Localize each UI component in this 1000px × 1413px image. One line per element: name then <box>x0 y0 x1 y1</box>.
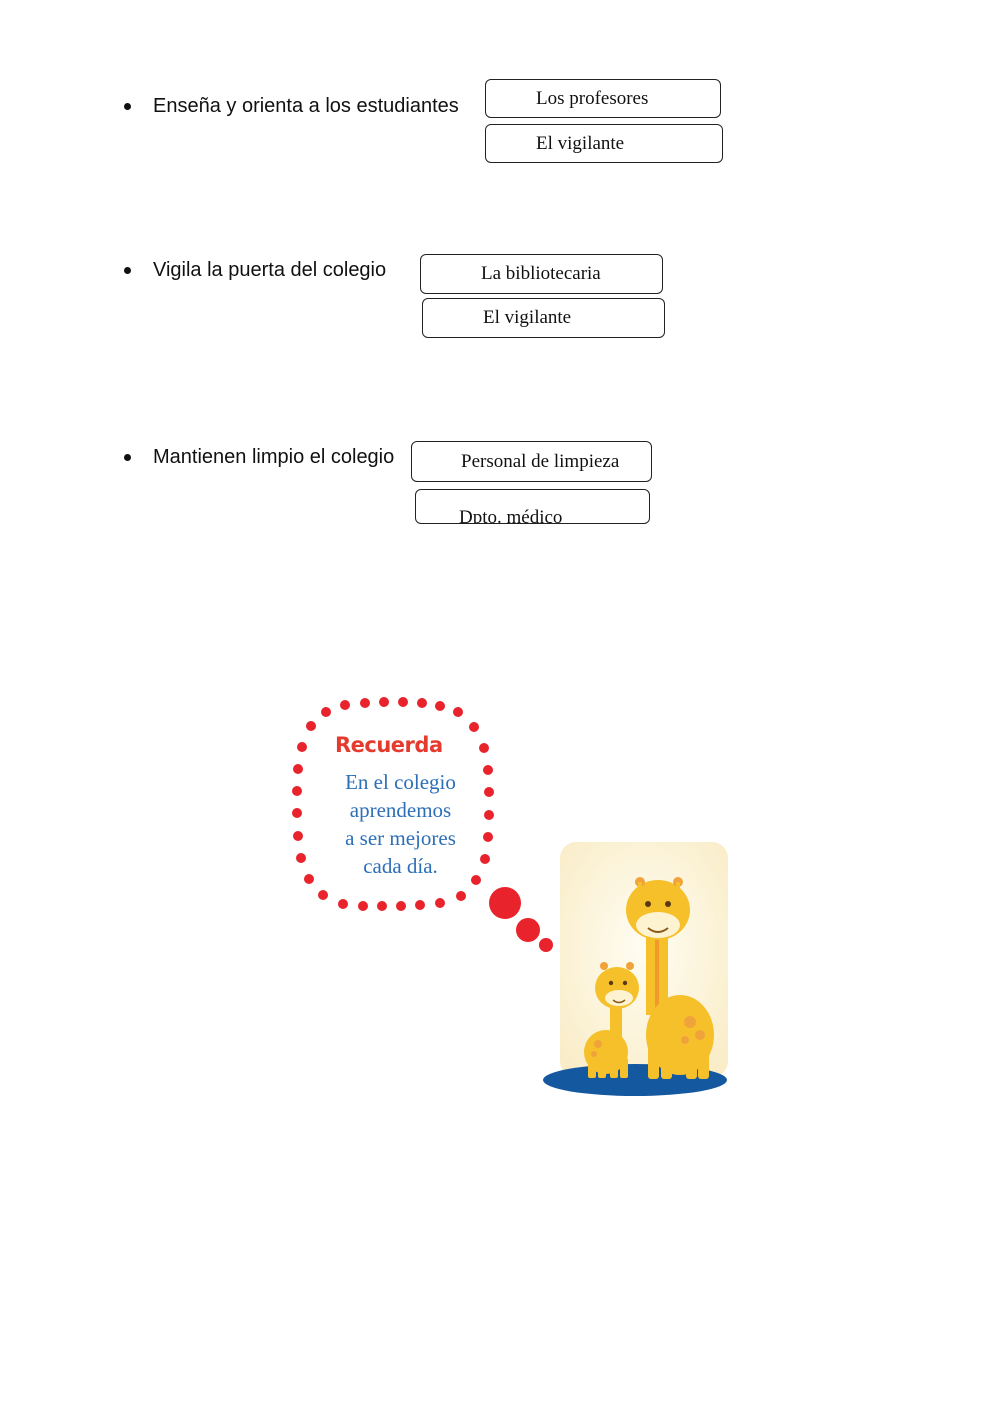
option-1a-button[interactable]: Los profesores <box>485 79 721 118</box>
option-3a-label: Personal de limpieza <box>461 450 620 472</box>
reminder-text: En el colegio aprendemos a ser mejores c… <box>318 768 483 880</box>
reminder-line: cada día. <box>363 854 438 878</box>
reminder-title: Recuerda <box>335 733 443 757</box>
question-2-text: Vigila la puerta del colegio <box>153 259 387 281</box>
question-1: Enseña y orienta a los estudiantes <box>124 95 459 118</box>
option-2b-label: El vigilante <box>483 307 572 328</box>
option-1a-label: Los profesores <box>536 87 649 109</box>
option-2a-label: La bibliotecaria <box>481 263 601 284</box>
option-1b-label: El vigilante <box>536 132 625 154</box>
bullet-icon <box>124 267 131 274</box>
option-3a-button[interactable]: Personal de limpieza <box>411 441 652 482</box>
reminder-line: En el colegio <box>345 770 456 794</box>
question-3: Mantienen limpio el colegio <box>124 446 394 469</box>
bullet-icon <box>124 103 131 110</box>
reminder-line: a ser mejores <box>345 826 456 850</box>
question-1-text: Enseña y orienta a los estudiantes <box>153 95 459 117</box>
bullet-icon <box>124 454 131 461</box>
reminder-line: aprendemos <box>349 798 452 822</box>
question-3-text: Mantienen limpio el colegio <box>153 446 395 468</box>
question-2: Vigila la puerta del colegio <box>124 259 386 282</box>
option-2a-button[interactable]: La bibliotecaria <box>420 254 663 294</box>
option-2b-button[interactable]: El vigilante <box>422 298 665 338</box>
option-3b-label: Dpto. médico <box>459 507 563 524</box>
option-1b-button[interactable]: El vigilante <box>485 124 723 163</box>
giraffe-icon <box>543 842 728 1096</box>
option-3b-button[interactable]: Dpto. médico <box>415 489 650 524</box>
